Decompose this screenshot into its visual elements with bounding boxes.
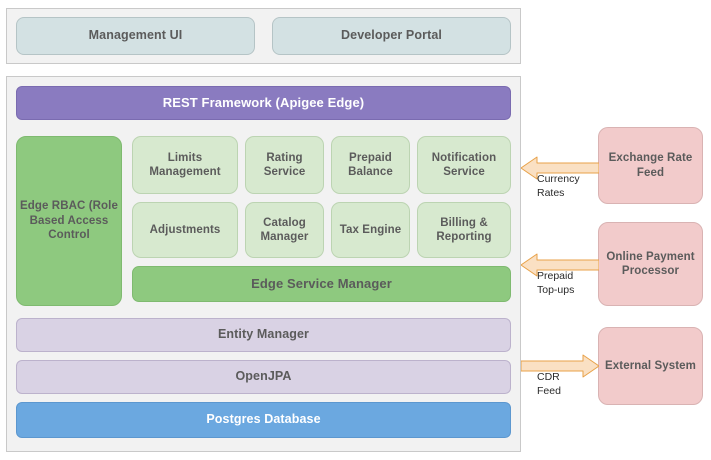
service-tile-label: Adjustments — [149, 223, 221, 236]
service-tile-prepaid-balance[interactable]: Prepaid Balance — [331, 136, 410, 194]
openjpa-label: OpenJPA — [235, 369, 292, 384]
external-system-external-system[interactable]: External System — [598, 327, 703, 405]
external-system-label: Exchange Rate Feed — [608, 152, 693, 179]
flow-label-cdr-feed: CDR Feed — [537, 371, 561, 397]
service-tile-label: Limits Management — [149, 151, 221, 178]
client-label: Management UI — [88, 28, 183, 43]
edge-rbac-box[interactable]: Edge RBAC (Role Based Access Control — [16, 136, 122, 306]
client-box-management-ui[interactable]: Management UI — [16, 17, 255, 55]
external-system-online-payment-processor[interactable]: Online Payment Processor — [598, 222, 703, 306]
edge-rbac-label: Edge RBAC (Role Based Access Control — [20, 200, 118, 242]
flow-arrow-currency-rates — [521, 155, 599, 181]
service-tile-label: Billing & Reporting — [436, 216, 492, 243]
service-tile-catalog-manager[interactable]: Catalog Manager — [245, 202, 324, 258]
service-tile-label: Tax Engine — [339, 223, 402, 236]
flow-arrow-prepaid-top-ups — [521, 252, 599, 278]
flow-arrow-cdr-feed — [521, 353, 599, 379]
client-label: Developer Portal — [341, 28, 442, 43]
client-box-developer-portal[interactable]: Developer Portal — [272, 17, 511, 55]
external-system-label: External System — [605, 359, 696, 372]
external-system-exchange-rate-feed[interactable]: Exchange Rate Feed — [598, 127, 703, 204]
postgres-database-label: Postgres Database — [206, 412, 321, 427]
entity-manager-bar[interactable]: Entity Manager — [16, 318, 511, 352]
edge-service-manager-bar[interactable]: Edge Service Manager — [132, 266, 511, 302]
rest-framework-label: REST Framework (Apigee Edge) — [162, 94, 365, 110]
service-tile-label: Catalog Manager — [260, 216, 309, 243]
service-tile-limits-management[interactable]: Limits Management — [132, 136, 238, 194]
service-tile-billing-reporting[interactable]: Billing & Reporting — [417, 202, 511, 258]
service-tile-label: Rating Service — [263, 151, 306, 178]
service-tile-notification-service[interactable]: Notification Service — [417, 136, 511, 194]
service-tile-label: Notification Service — [431, 151, 497, 178]
openjpa-bar[interactable]: OpenJPA — [16, 360, 511, 394]
postgres-database-bar[interactable]: Postgres Database — [16, 402, 511, 438]
edge-service-manager-label: Edge Service Manager — [251, 275, 392, 291]
service-tile-tax-engine[interactable]: Tax Engine — [331, 202, 410, 258]
service-tile-label: Prepaid Balance — [348, 151, 393, 178]
external-system-label: Online Payment Processor — [606, 250, 695, 277]
flow-label-currency-rates: Currency Rates — [537, 173, 580, 199]
service-tile-adjustments[interactable]: Adjustments — [132, 202, 238, 258]
flow-label-prepaid-top-ups: Prepaid Top-ups — [537, 270, 575, 296]
entity-manager-label: Entity Manager — [218, 327, 309, 342]
service-tile-rating-service[interactable]: Rating Service — [245, 136, 324, 194]
rest-framework-bar[interactable]: REST Framework (Apigee Edge) — [16, 86, 511, 120]
